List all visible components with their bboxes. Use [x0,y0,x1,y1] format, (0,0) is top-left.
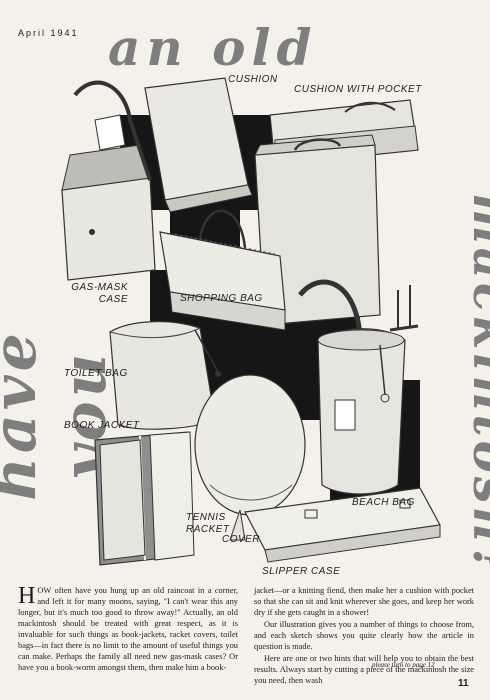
article-paragraph: jacket—or a knitting fiend, then make he… [254,586,474,617]
book-jacket-drawing [94,431,195,566]
illustration [61,77,441,566]
label-cushion-with-pocket: CUSHION WITH POCKET [294,84,422,95]
shopping-bag-drawing [159,209,286,331]
label-toilet-bag: TOILET BAG [64,368,128,379]
article-column-2: jacket—or a knitting fiend, then make he… [254,585,474,687]
title-an-old: an old [108,18,318,77]
article-paragraph: Our illustration gives you a number of t… [254,620,474,651]
gas-mask-case-drawing [61,80,156,281]
wall-hooks-drawing [389,285,419,332]
label-beach-bag: BEACH BAG [352,497,415,508]
tennis-racket-cover-drawing [194,374,306,541]
label-slipper-case: SLIPPER CASE [262,566,341,577]
article-paragraph: OW often have you hung up an old raincoa… [18,586,238,672]
label-cover: COVER [222,534,261,545]
label-cushion: CUSHION [228,74,278,85]
page-number: 11 [458,678,469,689]
cushion-drawing [144,77,253,213]
slipper-case-drawing [244,487,441,563]
article-paragraph: Here are one or two hints that will help… [254,654,474,685]
drop-cap: H [18,583,36,609]
issue-date: April 1941 [18,28,79,38]
label-book-jacket: BOOK JACKET [64,420,140,431]
continued-note: please turn to page 12 [372,661,435,669]
label-shopping-bag: SHOPPING BAG [180,293,263,304]
beach-bag-drawing [298,279,406,495]
